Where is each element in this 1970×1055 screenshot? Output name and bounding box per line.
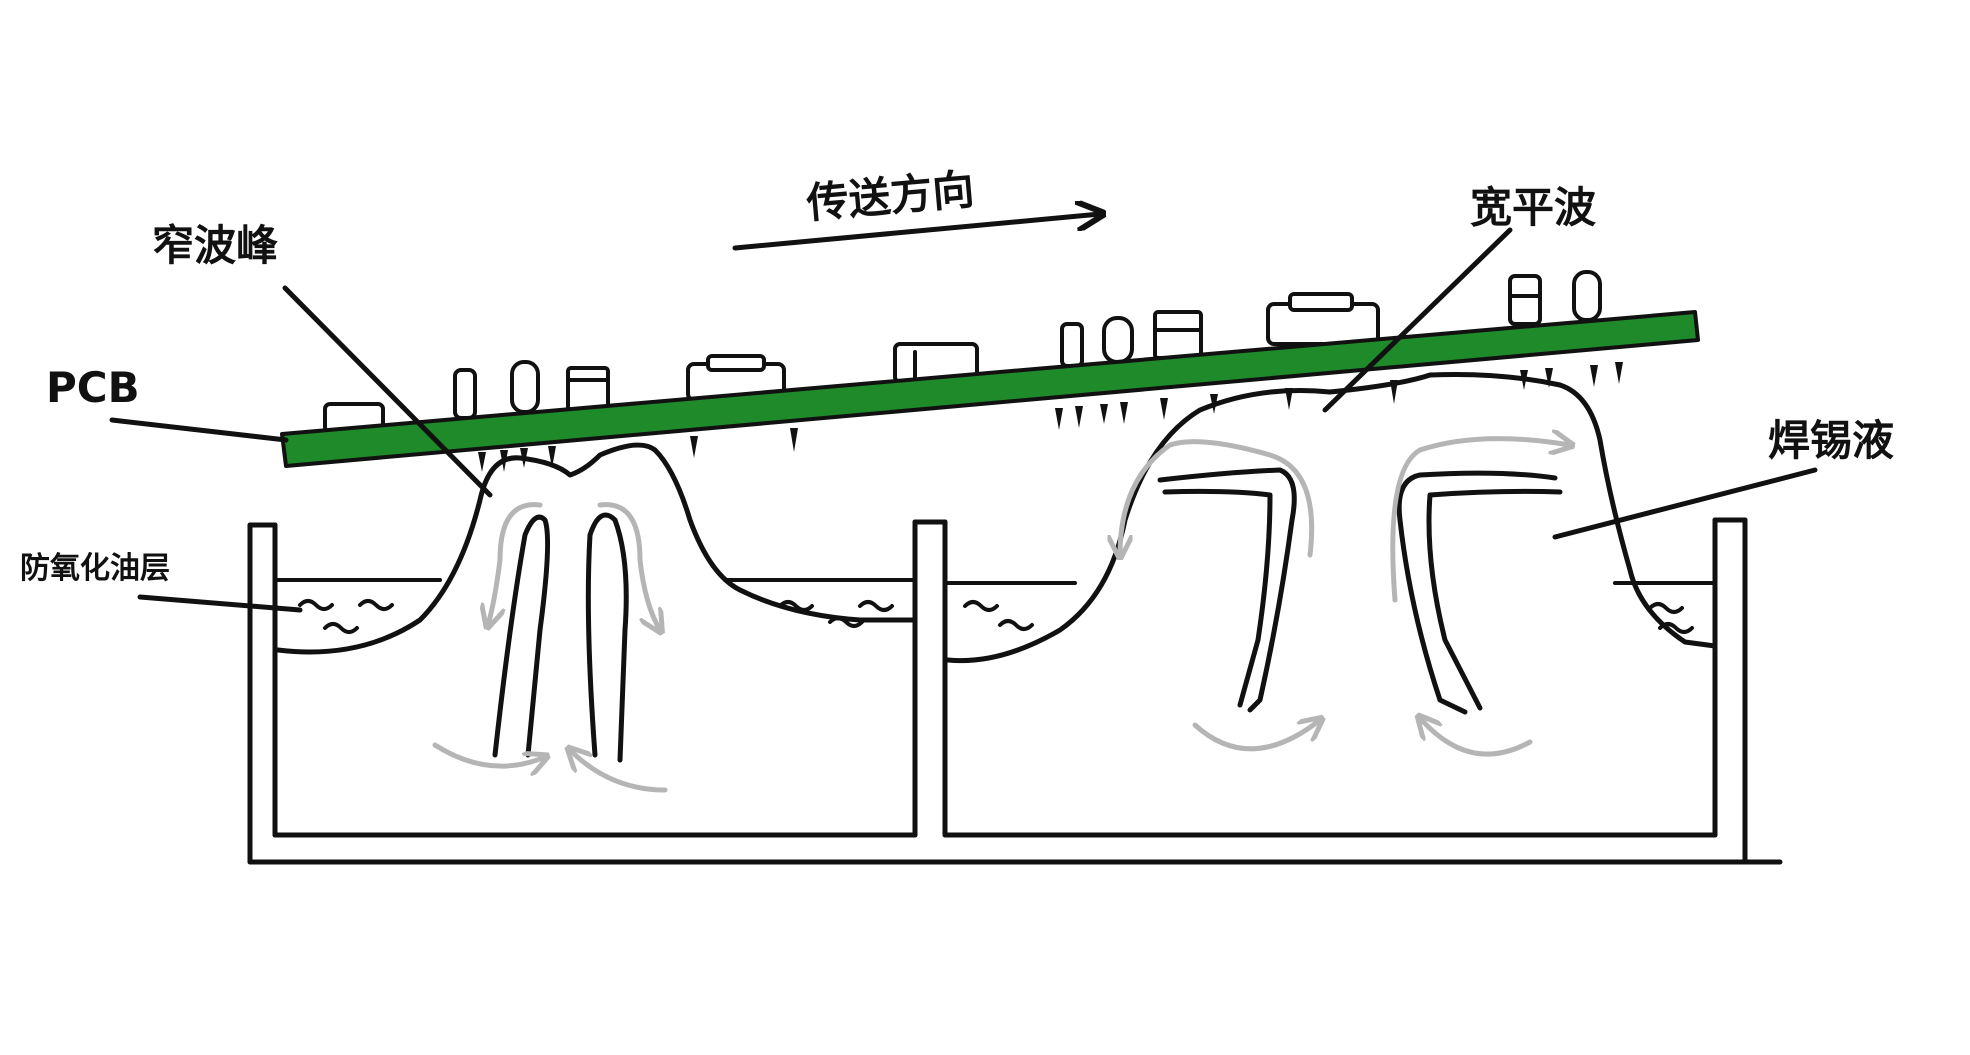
oil-layer-lines — [273, 578, 1717, 634]
wide-wave-leader-line — [1322, 227, 1513, 413]
narrow-wave-leader-line — [282, 285, 493, 498]
molten-solder-leader-line — [1552, 467, 1818, 540]
narrow-wave-nozzles — [492, 512, 629, 763]
molten-solder-label: 焊锡液 — [1768, 416, 1894, 465]
conveying-direction-label: 传送方向 — [804, 165, 977, 229]
pcb-board — [280, 310, 1700, 468]
pcb-assembly — [280, 270, 1700, 472]
solder-tank — [247, 517, 1783, 865]
wide-flat-wave-label: 宽平波 — [1470, 183, 1596, 232]
narrow-wave-outline — [275, 442, 918, 655]
anti-oxidation-oil-label: 防氧化油层 — [20, 551, 170, 586]
board-components — [323, 270, 1602, 434]
pcb-label: PCB — [46, 363, 140, 412]
narrow-wave-label: 窄波峰 — [152, 221, 278, 270]
wide-wave-nozzles — [1157, 467, 1563, 715]
wide-wave-flow-arrows — [1120, 439, 1570, 757]
conveying-direction-arrow — [732, 214, 1100, 251]
pcb-leader-line — [109, 417, 289, 443]
narrow-wave-flow-arrows — [432, 502, 668, 793]
leader-lines — [109, 227, 1818, 613]
solder-joints — [478, 362, 1623, 472]
wide-wave-outline — [945, 371, 1718, 664]
oil-layer-leader-line — [137, 594, 303, 613]
